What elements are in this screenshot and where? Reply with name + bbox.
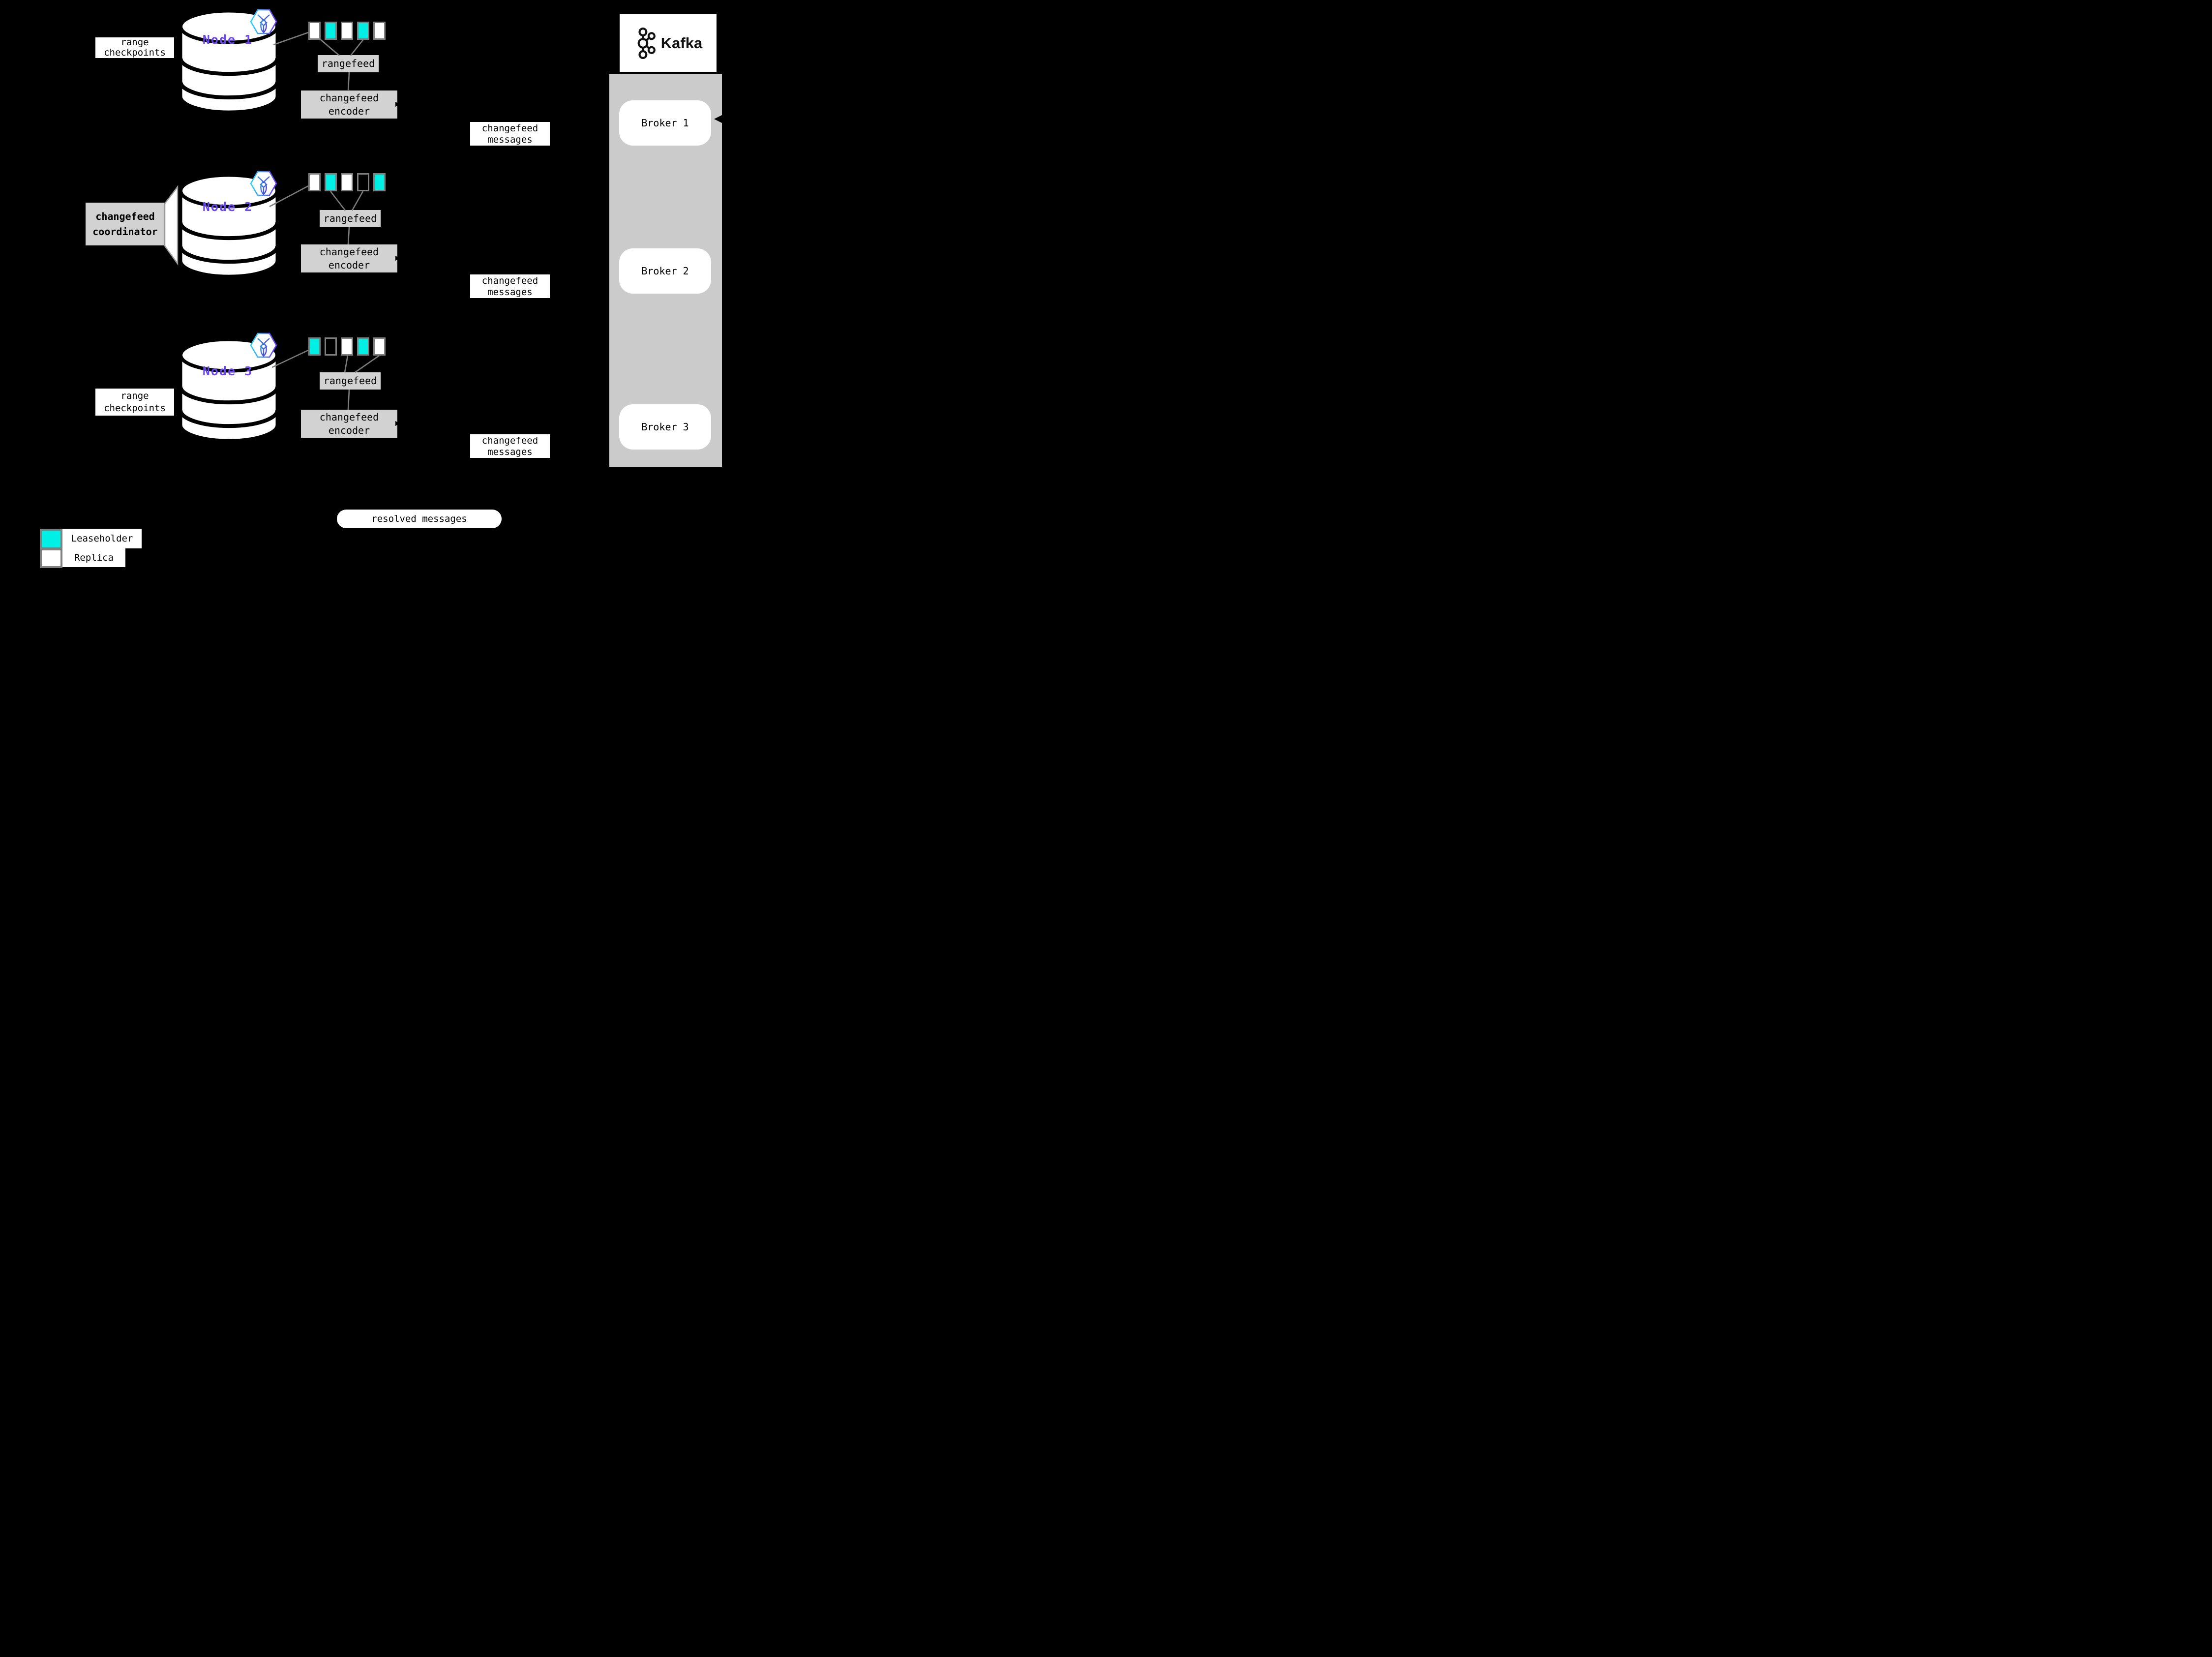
node3-rangefeed-box: rangefeed <box>320 372 381 390</box>
legend-leaseholder-label: Leaseholder <box>62 529 142 548</box>
node2-rangefeed-box: rangefeed <box>320 210 381 227</box>
node2-range-3 <box>341 173 353 191</box>
node3-changefeed-messages: changefeed messages <box>470 434 550 458</box>
node1-range-3 <box>341 22 353 40</box>
node1-range-2 <box>325 22 337 40</box>
node3-range-1 <box>308 337 321 356</box>
kafka-logo-text: Kafka <box>660 34 703 52</box>
kafka-icon <box>637 27 656 59</box>
node1-annotation: range checkpoints <box>95 37 174 58</box>
legend-replica-label: Replica <box>62 548 125 567</box>
changefeed-architecture-diagram: Node 1 range checkpoints rangefeed chang… <box>0 0 771 577</box>
node2-range-2 <box>325 173 337 191</box>
node1-rangefeed-box: rangefeed <box>318 55 379 72</box>
legend-replica-swatch <box>40 548 62 568</box>
kafka-logo: Kafka <box>620 14 717 72</box>
node2-range-to-rangefeed-line <box>329 191 346 211</box>
legend-leaseholder-swatch <box>40 529 62 549</box>
kafka-broker-3: Broker 3 <box>619 404 711 450</box>
cockroachdb-icon <box>250 332 277 358</box>
node3-label: Node 3 <box>202 364 253 378</box>
resolved-messages-pill: resolved messages <box>337 510 502 528</box>
node2-changefeed-messages: changefeed messages <box>470 274 550 298</box>
changefeed-coordinator-box: changefeed coordinator <box>86 203 165 245</box>
node1-changefeed-messages: changefeed messages <box>470 122 550 146</box>
node1-range-5 <box>373 22 386 40</box>
node1-range-4 <box>357 22 369 40</box>
node2-changefeed-encoder-box: changefeed encoder <box>301 244 397 272</box>
node3-rangefeed-to-encoder-line <box>347 389 350 410</box>
node2-range-5 <box>373 173 386 191</box>
kafka-broker-1: Broker 1 <box>619 100 711 146</box>
node2-range-4 <box>357 173 369 191</box>
node1-range-1 <box>308 22 321 40</box>
node3-range-to-rangefeed-line <box>355 355 380 373</box>
node2-rangefeed-to-encoder-line <box>347 227 350 245</box>
node3-range-to-rangefeed-line <box>344 355 349 373</box>
kafka-broker-2: Broker 2 <box>619 248 711 294</box>
node3-changefeed-encoder-box: changefeed encoder <box>301 410 397 438</box>
node3-range-5 <box>373 337 386 356</box>
coordinator-callout-flag <box>164 185 179 266</box>
node3-range-2 <box>325 337 337 356</box>
cockroachdb-icon <box>250 9 277 34</box>
node1-range-to-rangefeed-line <box>319 38 340 56</box>
node1-database-cylinder <box>179 9 279 114</box>
node1-changefeed-encoder-box: changefeed encoder <box>301 90 397 119</box>
node2-range-1 <box>308 173 321 191</box>
node1-rangefeed-to-encoder-line <box>347 72 350 91</box>
cockroachdb-icon <box>250 171 277 196</box>
node2-range-to-rangefeed-line <box>351 191 364 211</box>
node3-annotation: range checkpoints <box>95 389 174 416</box>
node3-range-3 <box>341 337 353 356</box>
node2-label: Node 2 <box>202 200 253 214</box>
node1-label: Node 1 <box>202 32 253 47</box>
node3-range-4 <box>357 337 369 356</box>
node1-range-to-rangefeed-line <box>350 39 364 56</box>
